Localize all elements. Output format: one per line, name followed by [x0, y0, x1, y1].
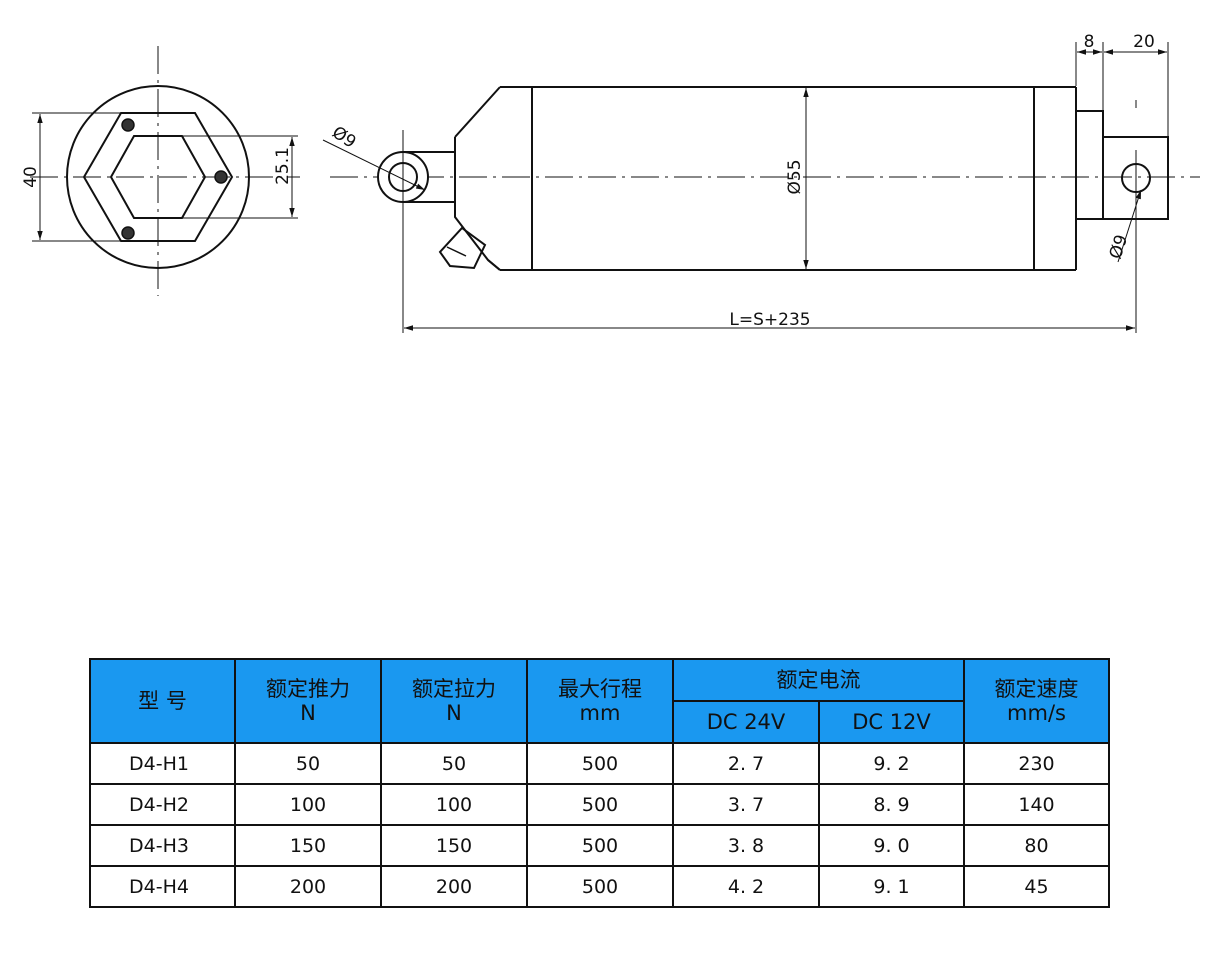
cell-speed: 45 [963, 865, 1110, 908]
cell-current-12v: 8. 9 [818, 783, 965, 826]
dim-25-label: 25.1 [273, 147, 293, 185]
header-push-label: 额定推力 [266, 677, 350, 701]
header-push: 额定推力 N [234, 658, 382, 744]
spec-table: 型 号 额定推力 N 额定拉力 N 最大行程 mm 额定电流 额定速度 mm/s… [89, 658, 1110, 908]
header-speed-unit: mm/s [1007, 701, 1066, 725]
header-stroke-unit: mm [579, 701, 621, 725]
cell-pull: 50 [380, 742, 528, 785]
screw-hole-top [121, 118, 135, 132]
dim-8-label: 8 [1084, 32, 1095, 52]
screw-hole-right [214, 170, 228, 184]
header-push-unit: N [300, 701, 316, 725]
table-row: D4-H1 50 50 500 2. 7 9. 2 230 [89, 742, 1110, 785]
header-model: 型 号 [89, 658, 236, 744]
cable-connector [438, 226, 487, 270]
cell-speed: 80 [963, 824, 1110, 867]
screw-hole-bottom [121, 226, 135, 240]
cell-current-24v: 3. 7 [672, 783, 820, 826]
header-current-24v: DC 24V [672, 700, 820, 744]
front-cap [454, 86, 501, 271]
length-label: L=S+235 [729, 310, 810, 330]
cell-model: D4-H1 [89, 742, 236, 785]
cell-speed: 230 [963, 742, 1110, 785]
inner-hexagon [109, 135, 207, 219]
dim-20-label: 20 [1133, 32, 1155, 52]
body-diameter-label: Ø55 [785, 159, 805, 194]
right-pin-leader [1117, 189, 1142, 263]
left-pin-leader [322, 139, 426, 191]
cell-pull: 100 [380, 783, 528, 826]
header-stroke: 最大行程 mm [526, 658, 674, 744]
cell-current-12v: 9. 1 [818, 865, 965, 908]
end-view [30, 46, 300, 296]
cell-model: D4-H4 [89, 865, 236, 908]
header-pull: 额定拉力 N [380, 658, 528, 744]
cell-push: 150 [234, 824, 382, 867]
pin-right-label: Ø9 [1106, 232, 1133, 261]
table-row: D4-H2 100 100 500 3. 7 8. 9 140 [89, 783, 1110, 826]
cell-current-24v: 2. 7 [672, 742, 820, 785]
cell-stroke: 500 [526, 742, 674, 785]
header-current-12v: DC 12V [818, 700, 965, 744]
cell-push: 100 [234, 783, 382, 826]
cell-current-12v: 9. 0 [818, 824, 965, 867]
cell-current-24v: 3. 8 [672, 824, 820, 867]
outer-hexagon [82, 112, 234, 242]
cell-stroke: 500 [526, 824, 674, 867]
table-row: D4-H4 200 200 500 4. 2 9. 1 45 [89, 865, 1110, 908]
cell-model: D4-H2 [89, 783, 236, 826]
header-speed: 额定速度 mm/s [963, 658, 1110, 744]
side-view [322, 42, 1200, 333]
header-stroke-label: 最大行程 [558, 677, 642, 701]
header-speed-label: 额定速度 [994, 677, 1079, 701]
cell-pull: 200 [380, 865, 528, 908]
cell-stroke: 500 [526, 783, 674, 826]
technical-drawing: 40 25.1 [21, 32, 1200, 333]
rear-collar [1075, 110, 1104, 220]
cell-speed: 140 [963, 783, 1110, 826]
table-row: D4-H3 150 150 500 3. 8 9. 0 80 [89, 824, 1110, 867]
header-pull-unit: N [446, 701, 462, 725]
pin-left-label: Ø9 [328, 123, 359, 153]
cell-push: 50 [234, 742, 382, 785]
cell-stroke: 500 [526, 865, 674, 908]
cell-pull: 150 [380, 824, 528, 867]
header-pull-label: 额定拉力 [412, 677, 496, 701]
cell-current-24v: 4. 2 [672, 865, 820, 908]
end-view-outer-circle [66, 85, 250, 269]
cell-model: D4-H3 [89, 824, 236, 867]
dim-40-label: 40 [21, 166, 41, 188]
cell-current-12v: 9. 2 [818, 742, 965, 785]
header-current: 额定电流 [672, 658, 965, 702]
cell-push: 200 [234, 865, 382, 908]
